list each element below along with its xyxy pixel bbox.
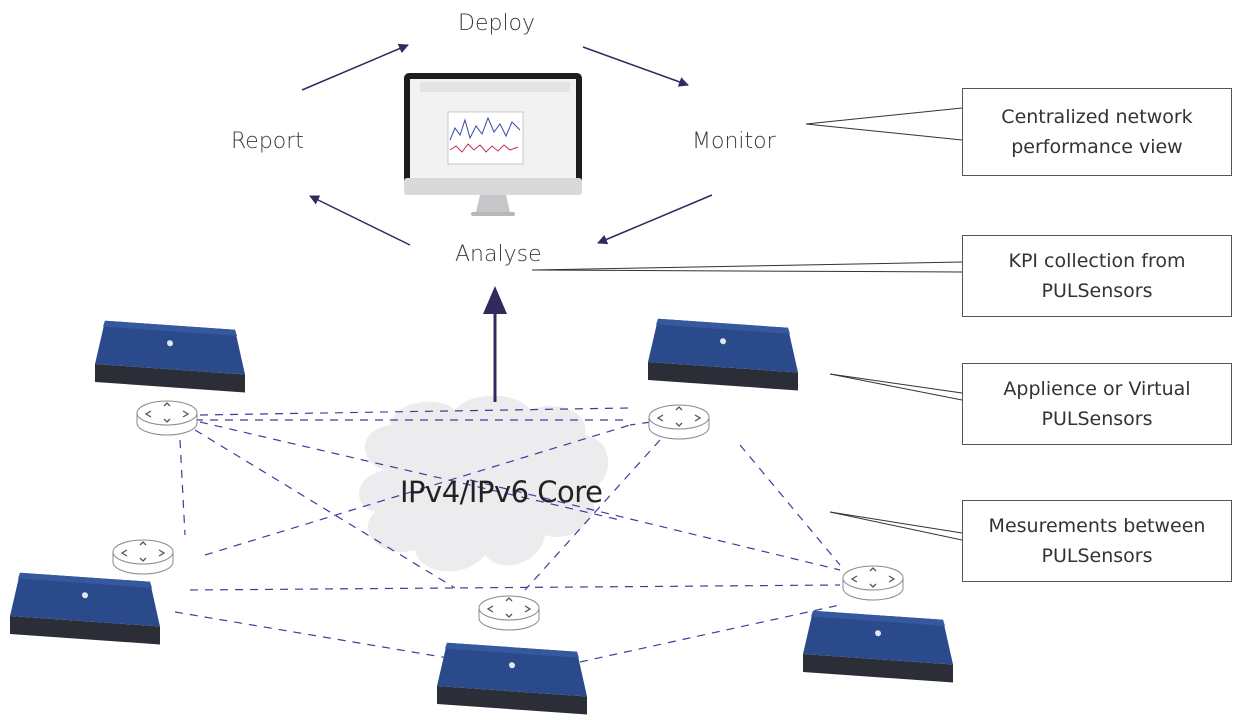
sensor-bottom-left [10,572,160,645]
sensor-bottom-center [437,642,587,715]
label-deploy: Deploy [458,11,536,36]
label-monitor: Monitor [692,129,776,154]
router-icon [478,595,540,631]
router-icon [648,404,710,440]
callout-centralized-line1: Centralized network [1001,106,1193,128]
callout-connectors [531,107,963,541]
arrow-core-to-analyse [483,286,507,402]
router-icon [136,400,198,436]
desktop-monitor-icon [404,73,582,216]
arrow-report-to-deploy [301,43,409,91]
callout-appliance-line2: PULSensors [1041,408,1153,430]
measurement-links [174,407,841,663]
cycle-arrows [301,43,713,246]
callout-measurements-line1: Mesurements between [988,515,1206,537]
cloud-icon [358,395,609,572]
label-report: Report [231,129,304,154]
core-label: IPv4/IPv6 Core [400,475,603,509]
sensor-bottom-right [803,610,953,683]
router-icon [842,565,904,601]
callout-appliance-line1: Applience or Virtual [1003,378,1191,400]
arrow-analyse-to-report [309,195,411,246]
callout-centralized-line2: performance view [1011,136,1183,158]
callout-centralized-view: Centralized network performance view [962,88,1232,176]
sensor-top-right [648,318,798,391]
sensor-top-left [95,320,245,393]
label-analyse: Analyse [455,242,542,267]
arrow-monitor-to-analyse [597,194,713,245]
callout-measurements: Mesurements between PULSensors [962,500,1232,582]
callout-kpi-collection: KPI collection from PULSensors [962,235,1232,317]
arrow-deploy-to-monitor [582,46,689,87]
callout-kpi-line2: PULSensors [1041,280,1153,302]
callout-kpi-line1: KPI collection from [1008,250,1186,272]
callout-measurements-line2: PULSensors [1041,545,1153,567]
router-icon [112,539,174,575]
callout-appliance-virtual: Applience or Virtual PULSensors [962,363,1232,445]
